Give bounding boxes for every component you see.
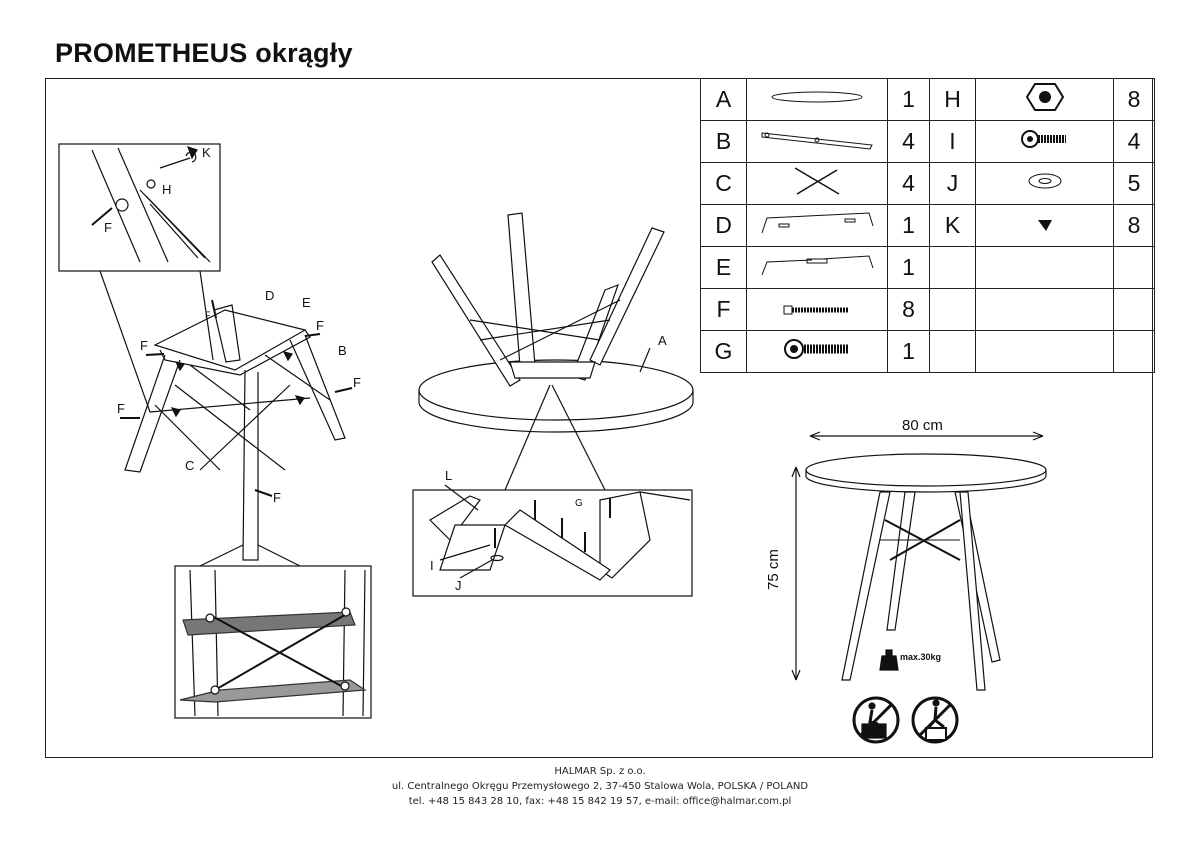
split-bracket-icon [761,254,874,275]
bracket-icon [761,211,874,233]
part-quantity [1113,246,1155,289]
label-b: B [338,343,347,358]
document-title: PROMETHEUS okrągły [55,38,353,68]
cross-brace-icon [794,166,840,195]
cap-icon [975,204,1114,247]
part-image-empty [975,330,1114,373]
part-quantity: 4 [887,120,930,163]
detail-fastener-box [58,143,221,413]
width-dimension: 80 cm [902,417,943,434]
instruction-frame [45,78,1153,758]
detail-mounting-box [412,484,693,597]
max-load-label: max.30kg [900,652,942,662]
bracket-icon [746,204,888,247]
label-l: L [445,468,452,483]
upside-down-table [418,212,694,491]
label-e: E [302,295,311,310]
cap-icon [1037,220,1052,231]
part-quantity: 5 [1113,162,1155,205]
label-f-6: F [273,490,281,505]
footer-contact: tel. +48 15 843 28 10, fax: +48 15 842 1… [408,796,792,807]
part-quantity: 1 [887,204,930,247]
frame-assembly [120,299,353,567]
no-climbing-icon [911,696,959,744]
label-d: D [265,288,274,303]
footer-company: HALMAR Sp. z o.o. [554,766,646,777]
part-quantity [1113,288,1155,331]
footer-address: ul. Centralnego Okręgu Przemysłowego 2, … [391,781,809,792]
part-image-empty [975,288,1114,331]
label-g: G [575,498,583,509]
part-letter: D [700,204,747,247]
label-f-detail: F [104,220,112,235]
large-bolt-icon [746,330,888,373]
tabletop-icon [771,91,863,103]
leg-icon [761,131,873,150]
bolt-icon [1020,129,1066,148]
screw-icon [783,305,848,315]
detail-crossbrace-box [174,565,372,719]
part-letter: G [700,330,747,373]
washer-icon [975,162,1114,205]
no-standing-icon [852,696,900,744]
label-a: A [658,333,667,348]
assembled-table [791,431,1047,691]
part-quantity: 8 [887,288,930,331]
height-dimension: 75 cm [765,549,782,590]
part-letter: B [700,120,747,163]
label-h: H [162,182,171,197]
label-f-2: F [205,310,211,320]
hex-nut-icon [1025,82,1064,111]
part-letter: E [700,246,747,289]
cross-brace-icon [746,162,888,205]
part-letter: C [700,162,747,205]
label-f-3: F [316,318,324,333]
part-quantity [1113,330,1155,373]
part-image-empty [975,246,1114,289]
screw-icon [746,288,888,331]
label-k: K [202,145,211,160]
label-f-5: F [117,401,125,416]
part-letter [929,246,976,289]
label-j: J [455,578,462,593]
part-quantity: 8 [1113,204,1155,247]
label-c: C [185,458,194,473]
label-f-1: F [140,338,148,353]
part-quantity: 4 [887,162,930,205]
part-quantity: 8 [1113,78,1155,121]
label-f-4: F [353,375,361,390]
part-letter [929,330,976,373]
label-i: I [430,558,434,573]
large-bolt-icon [784,338,848,359]
washer-icon [1028,173,1061,189]
part-letter [929,288,976,331]
part-quantity: 1 [887,330,930,373]
part-quantity: 4 [1113,120,1155,163]
